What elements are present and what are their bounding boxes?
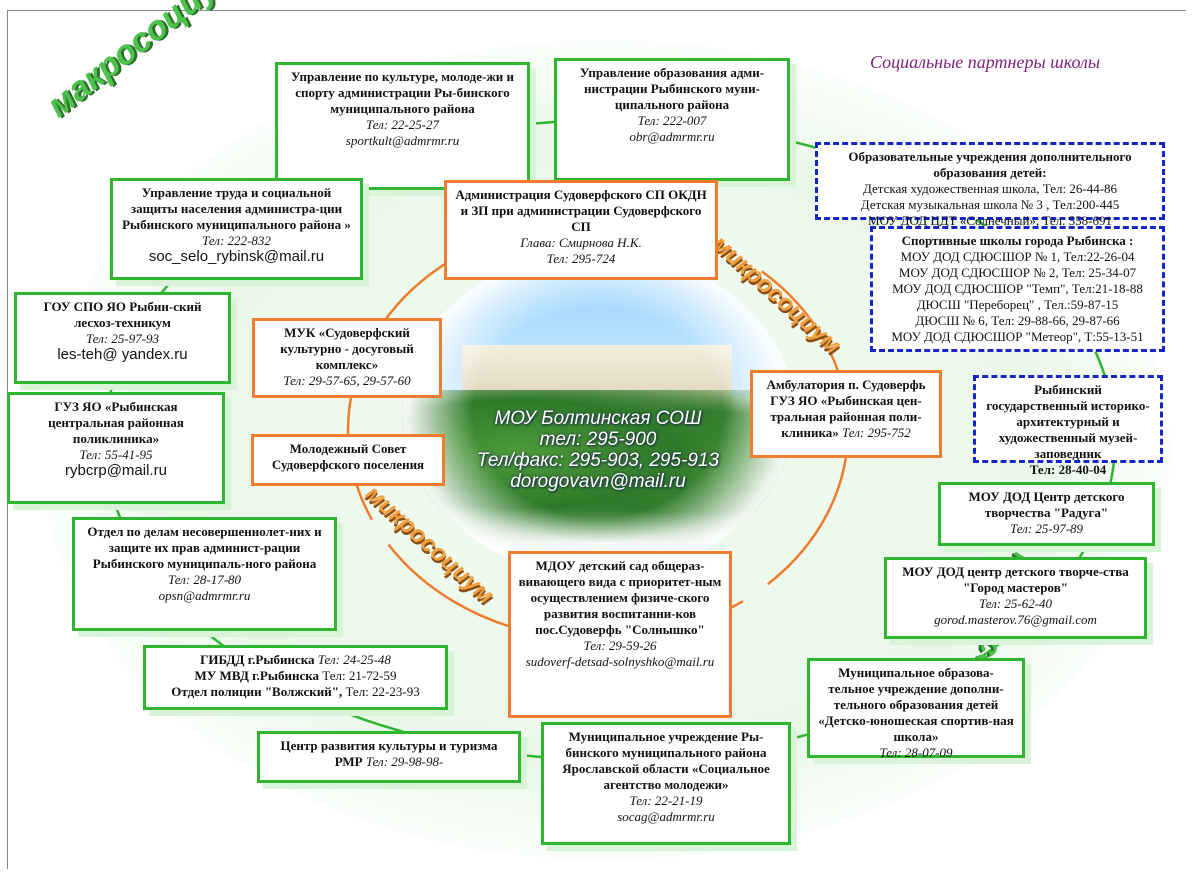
box-sport-schools-title: Спортивные школы города Рыбинска : <box>901 233 1134 248</box>
box-youth-agency-title: Муниципальное учреждение Ры-бинского мун… <box>562 729 770 792</box>
box-education-phone: Тел: 222-007 <box>637 113 707 128</box>
box-police-phone2: Тел: 21-72-59 <box>322 668 397 683</box>
box-youth-agency: Муниципальное учреждение Ры-бинского мун… <box>541 722 791 845</box>
box-police-phone1: Тел: 24-25-48 <box>317 652 391 667</box>
box-police: ГИБДД г.Рыбинска Тел: 24-25-48 МУ МВД г.… <box>143 645 448 710</box>
box-sport-school-phone: Тел: 28-07-09 <box>879 745 953 760</box>
box-polyclinic: ГУЗ ЯО «Рыбинская центральная районная п… <box>7 392 225 504</box>
box-kindergarten-title: МДОУ детский сад общераз-вивающего вида … <box>518 558 722 637</box>
box-museum-title: Рыбинский государственный историко-архит… <box>986 382 1150 461</box>
box-sport-schools-line: МОУ ДОД СДЮСШОР "Темп", Тел:21-18-88 <box>892 281 1143 296</box>
box-dop-edu-title: Образовательные учреждения дополнительно… <box>848 149 1132 180</box>
box-sport-schools-line: МОУ ДОД СДЮСШОР "Метеор", Т:55-13-51 <box>891 329 1144 344</box>
box-police-phone3: Тел: 22-23-93 <box>345 684 420 699</box>
box-sport-schools-line: МОУ ДОД СДЮСШОР № 2, Тел: 25-34-07 <box>898 265 1137 280</box>
box-police-line3: Отдел полиции "Волжский", <box>171 684 343 699</box>
box-minors-title: Отдел по делам несовершеннолет-них и защ… <box>87 524 322 571</box>
box-sport-school-title: Муниципальное образова-тельное учреждени… <box>818 665 1014 744</box>
box-education-email: obr@admrmr.ru <box>629 129 715 144</box>
box-ambulatory-text: Амбулатория п. Судоверфь ГУЗ ЯО «Рыбинск… <box>759 377 933 441</box>
box-minors-phone: Тел: 28-17-80 <box>167 572 242 587</box>
school-fax: Тел/факс: 295-903, 295-913 <box>476 450 720 471</box>
box-labour: Управление труда и социальной защиты нас… <box>110 178 363 280</box>
box-masters-phone: Тел: 25-62-40 <box>978 596 1053 611</box>
box-youth-council-title: Молодежный Совет Судоверфского поселения <box>271 441 425 472</box>
box-polyclinic-phone: Тел: 55-41-95 <box>79 447 153 462</box>
box-youth-agency-phone: Тел: 22-21-19 <box>629 793 703 808</box>
box-kindergarten-email: sudoverf-detsad-solnyshko@mail.ru <box>525 654 715 669</box>
box-sport-schools-line: ДЮСШ "Переборец" , Тел.:59-87-15 <box>916 297 1119 312</box>
box-labour-email: soc_selo_rybinsk@mail.ru <box>148 248 325 265</box>
school-phone: тел: 295-900 <box>539 429 657 450</box>
box-police-row3: Отдел полиции "Волжский", Тел: 22-23-93 <box>152 684 439 700</box>
box-admin-title: Администрация Судоверфского СП ОКДН и ЗП… <box>455 187 707 234</box>
box-youth-council: Молодежный Совет Судоверфского поселения <box>251 434 445 486</box>
box-polyclinic-email: rybcrp@mail.ru <box>65 462 167 479</box>
box-tourism-phone: Тел: 29-98-98- <box>365 754 444 769</box>
box-culture-title: Управление по культуре, молоде-жи и спор… <box>291 69 514 116</box>
box-police-row2: МУ МВД г.Рыбинска Тел: 21-72-59 <box>152 668 439 684</box>
box-lesteh-email: les-teh@ yandex.ru <box>57 346 188 363</box>
box-museum-phone: Тел: 28-40-04 <box>1029 462 1107 477</box>
school-email: dorogovavn@mail.ru <box>510 471 686 492</box>
box-masters-title: МОУ ДОД центр детского творче-ства "Горо… <box>902 564 1129 595</box>
box-education: Управление образования адми-нистрации Ры… <box>554 58 790 181</box>
photo-vignette <box>402 250 794 576</box>
box-dop-edu-line: Детская музыкальная школа № 3 , Тел:200-… <box>860 197 1120 212</box>
box-dop-edu: Образовательные учреждения дополнительно… <box>815 142 1165 228</box>
box-labour-phone: Тел: 222-832 <box>202 233 271 248</box>
box-dop-edu-line: Детская художественная школа, Тел: 26-44… <box>862 181 1118 196</box>
box-admin-phone: Тел: 295-724 <box>546 251 616 266</box>
box-education-title: Управление образования адми-нистрации Ры… <box>579 65 765 112</box>
school-name: МОУ Болтинская СОШ <box>494 408 702 429</box>
box-sport-school: Муниципальное образова-тельное учреждени… <box>807 658 1025 760</box>
box-tourism: Центр развития культуры и туризма РМР Те… <box>257 731 521 783</box>
box-sport-schools-line: ДЮСШ № 6, Тел: 29-88-66, 29-87-66 <box>915 313 1120 328</box>
box-raduga: МОУ ДОД Центр детского творчества "Радуг… <box>938 482 1155 546</box>
box-police-line1: ГИБДД г.Рыбинска <box>200 652 315 667</box>
box-kindergarten-phone: Тел: 29-59-26 <box>583 638 657 653</box>
box-culture: Управление по культуре, молоде-жи и спор… <box>275 62 530 190</box>
box-minors: Отдел по делам несовершеннолет-них и защ… <box>72 517 337 631</box>
box-youth-agency-email: socag@admrmr.ru <box>617 809 715 824</box>
box-muk-title: МУК «Судоверфский культурно - досуговый … <box>280 325 414 372</box>
box-museum: Рыбинский государственный историко-архит… <box>973 375 1163 477</box>
box-minors-email: opsn@admrmr.ru <box>158 588 251 603</box>
page-title: Социальные партнеры школы <box>870 52 1101 72</box>
box-muk: МУК «Судоверфский культурно - досуговый … <box>252 318 442 398</box>
box-police-row1: ГИБДД г.Рыбинска Тел: 24-25-48 <box>152 652 439 668</box>
box-ambulatory: Амбулатория п. Судоверфь ГУЗ ЯО «Рыбинск… <box>750 370 942 458</box>
box-labour-title: Управление труда и социальной защиты нас… <box>122 185 351 232</box>
box-tourism-text: Центр развития культуры и туризма РМР Те… <box>266 738 512 770</box>
box-culture-phone: Тел: 22-25-27 <box>365 117 440 132</box>
box-masters-email: gorod.masterov.76@gmail.com <box>934 612 1097 627</box>
school-info: МОУ Болтинская СОШ тел: 295-900 Тел/факс… <box>402 408 794 492</box>
box-culture-email: sportkult@admrmr.ru <box>345 133 460 148</box>
box-tourism-title: Центр развития культуры и туризма РМР <box>280 738 498 769</box>
box-masters: МОУ ДОД центр детского творче-ства "Горо… <box>884 557 1147 639</box>
box-ambulatory-title: Амбулатория п. Судоверфь ГУЗ ЯО «Рыбинск… <box>766 377 926 440</box>
box-raduga-phone: Тел: 25-97-89 <box>1009 521 1084 536</box>
box-admin-head: Глава: Смирнова Н.К. <box>520 235 642 250</box>
box-lesteh-phone: Тел: 25-97-93 <box>85 331 160 346</box>
box-ambulatory-phone: Тел: 295-752 <box>842 425 911 440</box>
box-raduga-title: МОУ ДОД Центр детского творчества "Радуг… <box>968 489 1125 520</box>
box-sport-schools-line: МОУ ДОД СДЮСШОР № 1, Тел:22-26-04 <box>900 249 1135 264</box>
box-police-line2: МУ МВД г.Рыбинска <box>194 668 320 683</box>
box-lesteh: ГОУ СПО ЯО Рыбин-ский лесхоз-техникум Те… <box>14 292 231 384</box>
box-muk-phone: Тел: 29-57-65, 29-57-60 <box>283 373 411 388</box>
box-dop-edu-line: МОУ ДОД ЦДТ «Солнечный», Тел. 558-691 <box>868 213 1112 228</box>
box-kindergarten: МДОУ детский сад общераз-вивающего вида … <box>508 551 732 718</box>
box-lesteh-title: ГОУ СПО ЯО Рыбин-ский лесхоз-техникум <box>43 299 202 330</box>
box-admin: Администрация Судоверфского СП ОКДН и ЗП… <box>444 180 718 280</box>
box-sport-schools: Спортивные школы города Рыбинска : МОУ Д… <box>870 226 1165 352</box>
box-polyclinic-title: ГУЗ ЯО «Рыбинская центральная районная п… <box>48 399 184 446</box>
